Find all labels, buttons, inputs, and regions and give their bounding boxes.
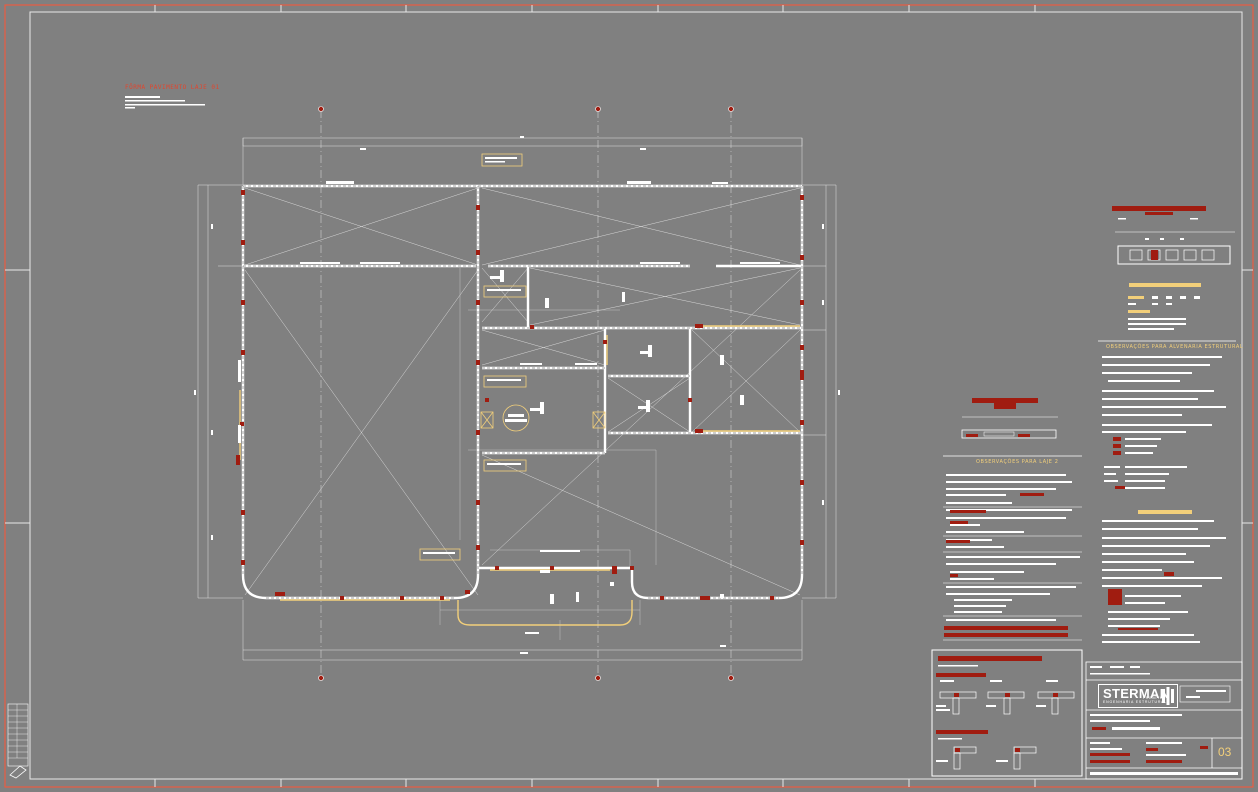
title-block-frame: [1085, 661, 1243, 780]
company-logo: STERMAN ENGENHARIA ESTRUTURAL PROJETOS: [1098, 684, 1178, 708]
slab-notes-title: OBSERVAÇÕES PARA LAJE 2: [976, 459, 1059, 465]
masonry-notes-highlights: [1108, 437, 1174, 630]
outer-border: [4, 4, 1254, 788]
room-labels: [238, 181, 780, 634]
dimension-labels: [194, 136, 840, 654]
highlighted-walls: [239, 325, 800, 626]
legend-content: [936, 656, 1075, 770]
axis-lines: [320, 110, 732, 678]
sheet-number: 03: [1218, 745, 1232, 759]
company-name: STERMAN: [1103, 686, 1170, 701]
axis-markers: [318, 106, 734, 681]
slab-notes-rules: [943, 506, 1082, 641]
legend-box: [931, 649, 1083, 777]
drawing-title: FÔRMA PAVIMENTO LAJE 01: [125, 84, 220, 91]
detail-slab-section: [961, 398, 1058, 439]
drawing-title-lines: [125, 96, 205, 109]
slab-notes-highlights: [944, 493, 1068, 637]
revision-table: [7, 703, 29, 779]
structural-walls: [241, 184, 804, 600]
masonry-notes-lines: [1102, 356, 1226, 643]
border-ticks: [5, 5, 1253, 787]
slab-notes-lines: [946, 474, 1080, 621]
inner-border: [29, 11, 1243, 780]
slab-diagonals: [244, 187, 801, 596]
wall-pattern: [242, 185, 803, 599]
company-tag: PROJETOS: [1143, 696, 1166, 700]
column-markers: [236, 190, 804, 600]
masonry-notes-title: OBSERVAÇÕES PARA ALVENARIA ESTRUTURAL: [1106, 344, 1244, 350]
beam-tags: [419, 153, 527, 561]
masonry-subheading: [1138, 510, 1192, 514]
title-block-highlights: [1090, 727, 1208, 763]
detail-wall-section: [1112, 206, 1235, 330]
company-subtitle: ENGENHARIA ESTRUTURAL: [1103, 700, 1168, 704]
stair-symbols: [480, 404, 606, 432]
title-block-lines: [1090, 666, 1238, 775]
company-logo-icon: [1162, 687, 1174, 705]
